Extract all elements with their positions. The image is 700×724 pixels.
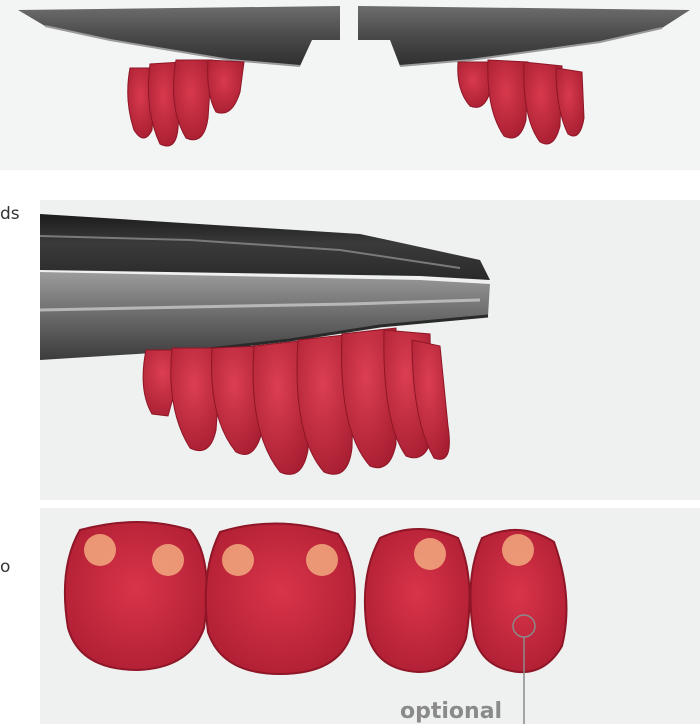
molar-2 xyxy=(206,523,355,674)
contact-dot xyxy=(414,538,446,570)
contact-dot xyxy=(306,544,338,576)
top-illustration xyxy=(0,0,700,170)
side-caption-bottom: o xyxy=(0,557,10,577)
instrument-right-half xyxy=(358,6,690,66)
optional-label: optional xyxy=(400,699,502,724)
instrument-upper-blade xyxy=(40,214,490,280)
left-tooth-group xyxy=(128,60,244,146)
contact-dot xyxy=(502,534,534,566)
side-caption-top: ds xyxy=(0,204,20,224)
bottom-illustration xyxy=(40,508,700,724)
right-tooth-group xyxy=(458,60,584,144)
contact-dot xyxy=(84,534,116,566)
contact-dot xyxy=(222,544,254,576)
occlusal-teeth xyxy=(65,522,567,674)
middle-illustration xyxy=(40,200,700,500)
contact-dot xyxy=(152,544,184,576)
instrument-left-half xyxy=(18,6,340,66)
tooth-row xyxy=(143,328,449,474)
